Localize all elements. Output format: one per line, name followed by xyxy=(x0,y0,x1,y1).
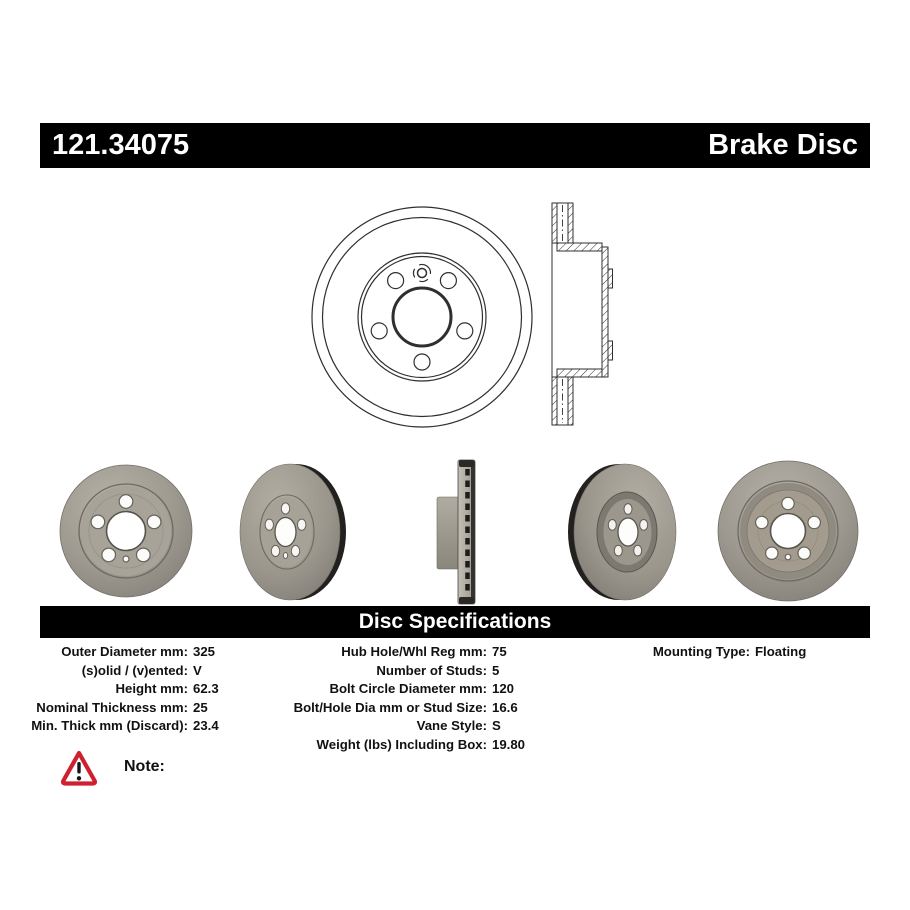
spec-label: Bolt/Hole Dia mm or Stud Size: xyxy=(293,699,487,715)
spec-value: 5 xyxy=(492,662,500,678)
brake-disc-cross-section-drawing xyxy=(551,202,613,426)
spec-value: 25 xyxy=(193,699,208,715)
disc-photo-rear xyxy=(717,460,859,602)
spec-label: Number of Studs: xyxy=(376,662,487,678)
disc-photo-edge xyxy=(436,459,476,605)
disc-photo-front xyxy=(59,464,193,598)
spec-value: 75 xyxy=(492,644,507,659)
spec-label: (s)olid / (v)ented: xyxy=(81,662,188,678)
spec-label: Vane Style: xyxy=(416,718,487,734)
spec-value: S xyxy=(492,718,501,734)
spec-label: Bolt Circle Diameter mm: xyxy=(329,681,487,697)
spec-row: Bolt Circle Diameter mm: 120 xyxy=(287,680,525,699)
spec-label: Hub Hole/Whl Reg mm: xyxy=(341,644,487,659)
spec-row: Min. Thick mm (Discard): 23.4 xyxy=(28,717,219,736)
spec-value: V xyxy=(193,662,202,678)
spec-section-header: Disc Specifications xyxy=(40,606,870,638)
note-row: Note: xyxy=(60,750,165,787)
spec-row: Mounting Type: Floating xyxy=(615,643,806,662)
spec-value: 325 xyxy=(193,644,216,659)
disc-photo-angled-left xyxy=(239,463,346,601)
spec-label: Weight (lbs) Including Box: xyxy=(316,736,487,752)
spec-value: 62.3 xyxy=(193,681,219,697)
disc-photo-angled-right xyxy=(568,463,677,601)
spec-label: Mounting Type: xyxy=(652,644,750,659)
spec-row: (s)olid / (v)ented: V xyxy=(28,662,219,681)
spec-column-middle: Hub Hole/Whl Reg mm: 75 Number of Studs: 5… xyxy=(287,643,525,755)
spec-row: Nominal Thickness mm: 25 xyxy=(28,699,219,718)
header-bar: 121.34075 Brake Disc xyxy=(40,123,870,168)
spec-value: 23.4 xyxy=(193,718,219,734)
spec-row: Number of Studs: 5 xyxy=(287,662,525,681)
spec-label: Height mm: xyxy=(115,681,188,697)
spec-value: 19.80 xyxy=(492,736,526,752)
spec-column-right: Mounting Type: Floating xyxy=(615,643,806,662)
spec-row: Hub Hole/Whl Reg mm: 75 xyxy=(287,643,525,662)
spec-section-title: Disc Specifications xyxy=(358,610,552,633)
product-title: Brake Disc xyxy=(708,129,858,161)
note-label: Note: xyxy=(124,757,165,775)
spec-row: Vane Style: S xyxy=(287,717,525,736)
part-number: 121.34075 xyxy=(52,129,190,161)
spec-row: Bolt/Hole Dia mm or Stud Size: 16.6 xyxy=(287,699,525,718)
spec-label: Outer Diameter mm: xyxy=(61,644,188,659)
spec-label: Min. Thick mm (Discard): xyxy=(31,718,188,734)
spec-row: Height mm: 62.3 xyxy=(28,680,219,699)
spec-value: Floating xyxy=(755,644,807,659)
spec-column-left: Outer Diameter mm: 325 (s)olid / (v)ented… xyxy=(28,643,219,736)
spec-value: 16.6 xyxy=(492,699,518,715)
spec-row: Weight (lbs) Including Box: 19.80 xyxy=(287,736,525,755)
spec-value: 120 xyxy=(492,681,515,697)
brake-disc-front-view-drawing xyxy=(311,206,533,428)
technical-drawing xyxy=(311,202,613,428)
warning-triangle-icon xyxy=(60,750,98,786)
spec-label: Nominal Thickness mm: xyxy=(36,699,188,715)
spec-row: Outer Diameter mm: 325 xyxy=(28,643,219,662)
